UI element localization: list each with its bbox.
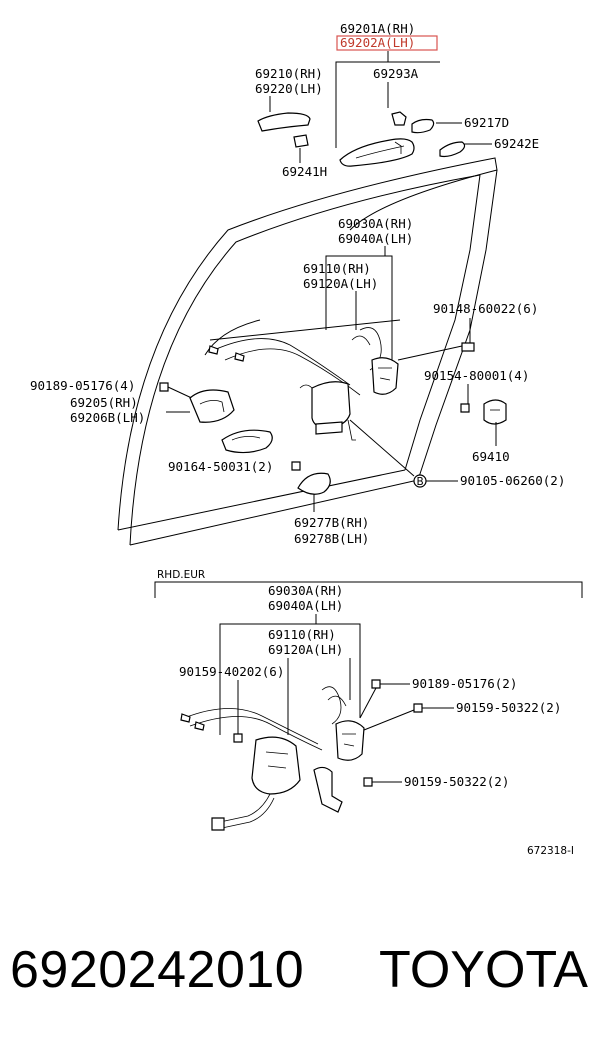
rhd-eur-section: RHD.EUR 69030A(RH) 69040A(LH) 69110(RH) … bbox=[154, 569, 583, 857]
label-69242e: 69242E bbox=[494, 136, 539, 151]
label-90164: 90164-50031(2) bbox=[168, 459, 273, 474]
label-90159-50322-b: 90159-50322(2) bbox=[404, 774, 509, 789]
label-rod-rh: 69110(RH) bbox=[303, 261, 371, 276]
label-90159-40202: 90159-40202(6) bbox=[179, 664, 284, 679]
lock2-lever bbox=[313, 766, 343, 813]
part-69241h bbox=[293, 134, 309, 148]
footer: 6920242010 TOYOTA bbox=[0, 940, 600, 1010]
inner-handle-group: 90189-05176(4) 69205(RH) 69206B(LH) 9016… bbox=[30, 378, 369, 546]
label-69217d: 69217D bbox=[464, 115, 509, 130]
label-bezel-lh: 69278B(LH) bbox=[294, 531, 369, 546]
lock-body bbox=[371, 357, 399, 395]
screw-90159-40202 bbox=[233, 733, 243, 743]
label-pad-lh: 69220(LH) bbox=[255, 81, 323, 96]
cable-end bbox=[211, 817, 225, 831]
inner-handle bbox=[189, 389, 235, 423]
label-90105: 90105-06260(2) bbox=[460, 473, 565, 488]
label-pad-rh: 69210(RH) bbox=[255, 66, 323, 81]
lock-actuator bbox=[311, 381, 351, 429]
label-rod2-lh: 69120A(LH) bbox=[268, 642, 343, 657]
part-69217d bbox=[411, 118, 435, 134]
label-90159-50322-a: 90159-50322(2) bbox=[456, 700, 561, 715]
screw-90164 bbox=[291, 461, 301, 471]
screw-90189-2 bbox=[371, 679, 381, 689]
outer-handle-group: 69201A(RH) 69202A(LH) 69210(RH) 69220(LH… bbox=[255, 21, 539, 179]
label-inner-rh: 69205(RH) bbox=[70, 395, 138, 410]
part-number: 6920242010 bbox=[10, 941, 305, 999]
part-69242e bbox=[439, 141, 466, 158]
handle-pad bbox=[257, 112, 311, 132]
bezel-69277b bbox=[297, 472, 331, 495]
screw-90189 bbox=[159, 382, 169, 392]
screw-90154 bbox=[460, 403, 470, 413]
label-handle-lh-highlighted: 69202A(LH) bbox=[340, 35, 415, 50]
door-lock-group: 69030A(RH) 69040A(LH) 69110(RH) 69120A(L… bbox=[208, 216, 565, 488]
brand-name: TOYOTA bbox=[379, 941, 588, 999]
striker-69410 bbox=[483, 399, 507, 425]
label-lock-lh: 69040A(LH) bbox=[338, 231, 413, 246]
rod-end-a bbox=[208, 345, 219, 355]
screw-90159-50322-a bbox=[413, 703, 423, 713]
lock-base bbox=[315, 421, 343, 435]
label-rod2-rh: 69110(RH) bbox=[268, 627, 336, 642]
label-inner-lh: 69206B(LH) bbox=[70, 410, 145, 425]
label-lock2-rh: 69030A(RH) bbox=[268, 583, 343, 598]
door-outline bbox=[117, 157, 498, 546]
lock2-actuator bbox=[251, 736, 301, 795]
label-90189-2: 90189-05176(2) bbox=[412, 676, 517, 691]
label-bezel-rh: 69277B(RH) bbox=[294, 515, 369, 530]
b-marker-text: B bbox=[417, 476, 424, 488]
bolt-90148 bbox=[461, 342, 475, 352]
label-90148: 90148-60022(6) bbox=[433, 301, 538, 316]
highlight-box bbox=[336, 35, 438, 51]
figure-code: 672318-I bbox=[527, 845, 574, 857]
label-69410: 69410 bbox=[472, 449, 510, 464]
label-rod-lh: 69120A(LH) bbox=[303, 276, 378, 291]
label-handle-rh: 69201A(RH) bbox=[340, 21, 415, 36]
label-69293a: 69293A bbox=[373, 66, 419, 81]
screw-90159-50322-b bbox=[363, 777, 373, 787]
label-rhd-eur: RHD.EUR bbox=[157, 569, 205, 581]
lock2-body bbox=[335, 720, 365, 761]
label-lock2-lh: 69040A(LH) bbox=[268, 598, 343, 613]
inner-handle-bezel-cup bbox=[221, 429, 273, 454]
label-69241h: 69241H bbox=[282, 164, 327, 179]
label-90189-4: 90189-05176(4) bbox=[30, 378, 135, 393]
clip-69293a bbox=[391, 111, 407, 126]
label-lock-rh: 69030A(RH) bbox=[338, 216, 413, 231]
rod-end-b bbox=[234, 352, 245, 362]
label-90154: 90154-80001(4) bbox=[424, 368, 529, 383]
